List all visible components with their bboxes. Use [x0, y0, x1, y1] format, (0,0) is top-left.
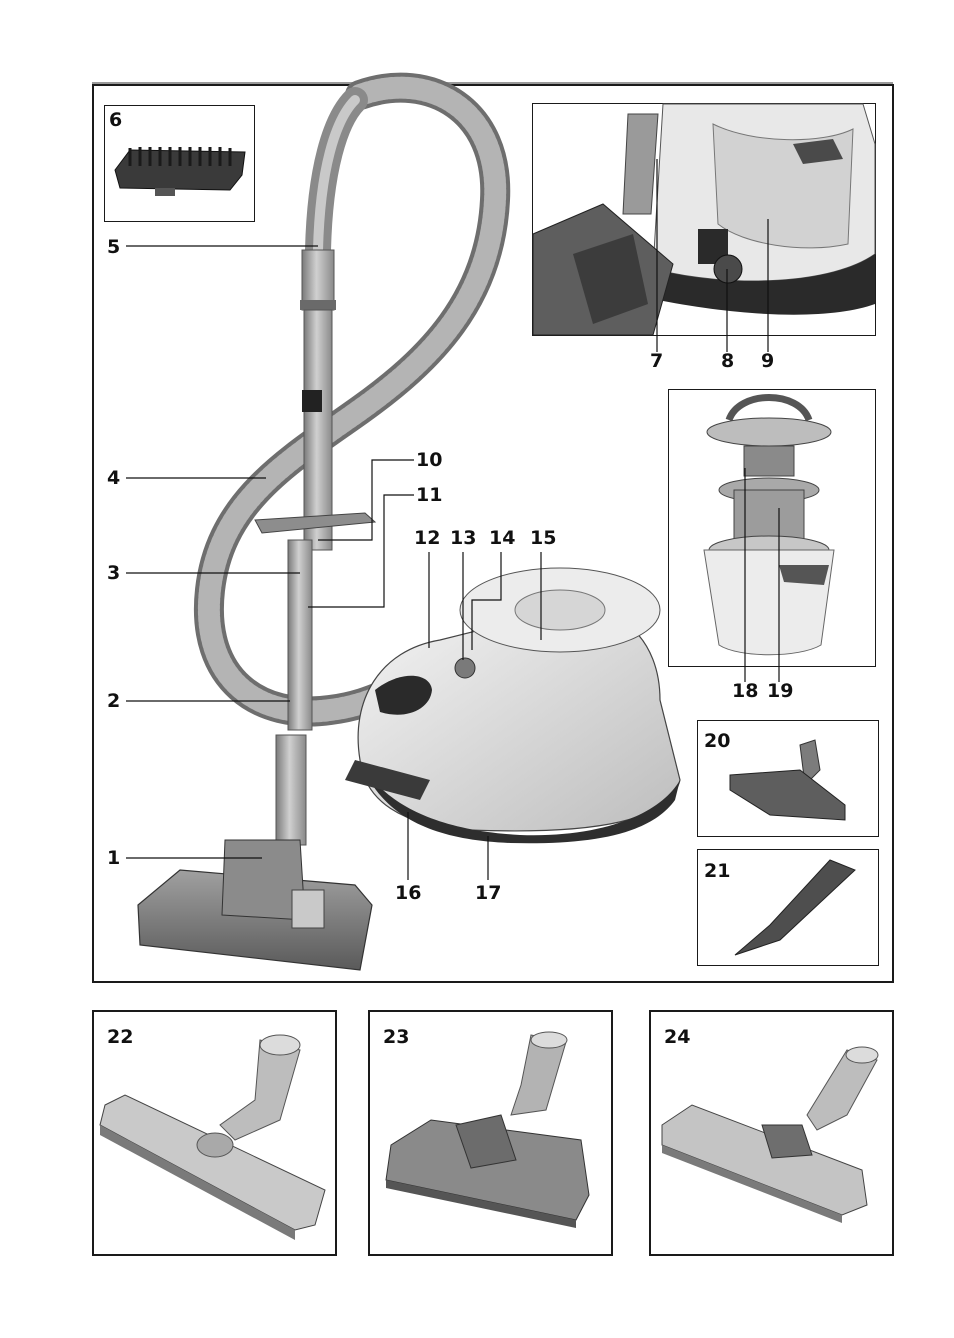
label-12: 12 — [414, 527, 441, 549]
crevice-nozzle-frame — [697, 849, 879, 966]
label-5: 5 — [107, 236, 121, 258]
filter-unit — [703, 394, 835, 682]
vacuum-cleaner-illustration — [137, 72, 681, 971]
label-23: 23 — [383, 1026, 410, 1048]
label-2: 2 — [107, 690, 121, 712]
main-figure-frame — [92, 84, 894, 983]
label-13: 13 — [450, 527, 477, 549]
label-9: 9 — [761, 350, 775, 372]
label-19: 19 — [767, 680, 794, 702]
top-rule — [92, 82, 893, 84]
callout-lines — [126, 245, 542, 880]
label-14: 14 — [489, 527, 516, 549]
label-1: 1 — [107, 847, 121, 869]
label-17: 17 — [475, 882, 502, 904]
label-20: 20 — [704, 730, 731, 752]
label-18: 18 — [732, 680, 759, 702]
label-16: 16 — [395, 882, 422, 904]
brush-attachment — [114, 147, 246, 196]
label-15: 15 — [530, 527, 557, 549]
closeup-illustration — [532, 103, 876, 352]
label-24: 24 — [664, 1026, 691, 1048]
label-22: 22 — [107, 1026, 134, 1048]
label-6: 6 — [109, 109, 123, 131]
crevice-nozzle — [734, 859, 856, 956]
label-21: 21 — [704, 860, 731, 882]
label-3: 3 — [107, 562, 121, 584]
label-10: 10 — [416, 449, 443, 471]
upholstery-nozzle — [729, 739, 846, 821]
hard-floor-nozzle — [99, 1034, 326, 1240]
brush-attachment-frame — [104, 105, 255, 222]
frame-22 — [92, 1010, 337, 1256]
label-7: 7 — [650, 350, 664, 372]
turbo-brush — [385, 1031, 590, 1228]
label-11: 11 — [416, 484, 443, 506]
parquet-nozzle — [661, 1046, 879, 1223]
filter-unit-frame — [668, 389, 876, 667]
upholstery-nozzle-frame — [697, 720, 879, 837]
frame-24 — [649, 1010, 894, 1256]
label-8: 8 — [721, 350, 735, 372]
label-4: 4 — [107, 467, 121, 489]
frame-23 — [368, 1010, 613, 1256]
